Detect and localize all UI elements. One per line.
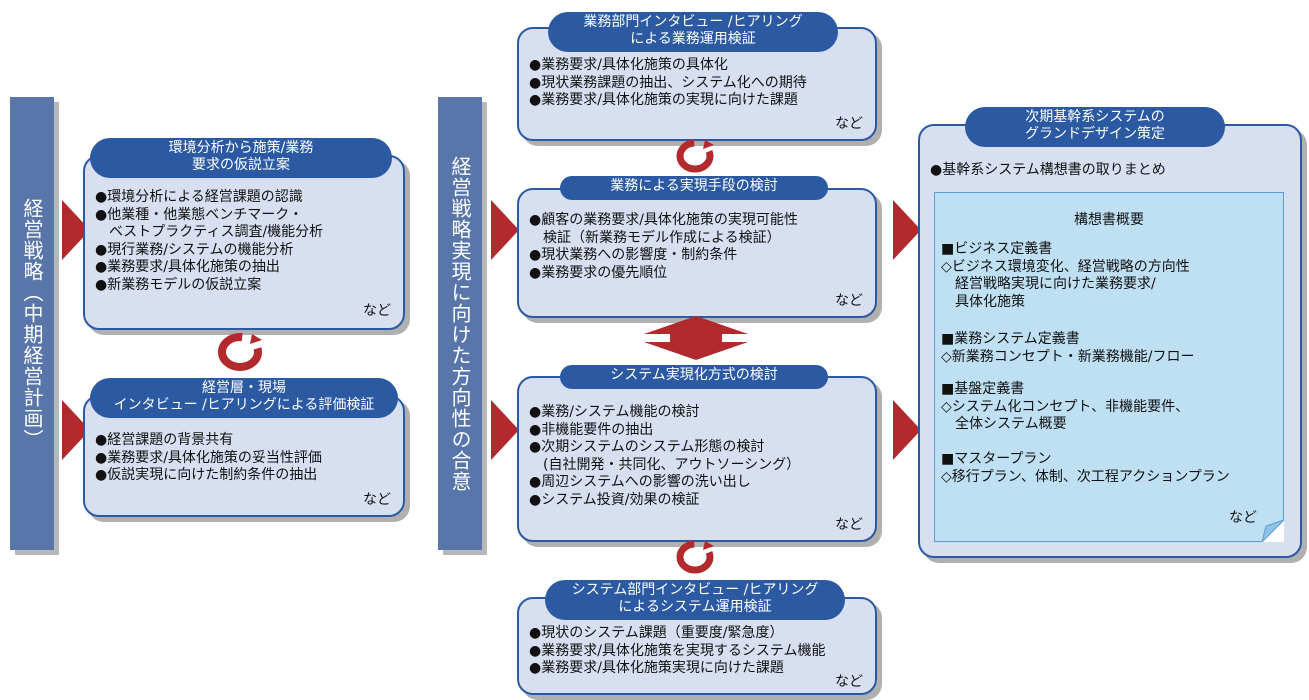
- section-heading: ■ビジネス定義書: [941, 241, 1053, 257]
- strategy-bar-label: 経営戦略（中期経営計画）: [20, 197, 44, 450]
- grand-design-title: 次期基幹系システムの グランドデザイン策定: [965, 107, 1225, 147]
- bullet: ●他業種・他業態ベンチマーク・: [95, 206, 303, 223]
- bullet: ●業務要求/具体化施策の実現に向けた課題: [529, 92, 798, 108]
- bullet: ●顧客の業務要求/具体化施策の実現可能性: [529, 212, 798, 228]
- etc-label: など: [363, 492, 391, 508]
- section-line: ◇システム化コンセプト、非機能要件、: [941, 398, 1190, 415]
- section-line: ◇移行プラン、体制、次工程アクションプラン: [941, 468, 1230, 485]
- title-line: グランドデザイン策定: [1025, 126, 1165, 142]
- bullet: ●経営課題の背景共有: [95, 432, 234, 448]
- title-line: システム部門インタビュー /ヒアリング: [571, 582, 819, 598]
- bullet: ●業務要求/具体化施策の抽出: [95, 259, 280, 275]
- bullet: ●現行業務/システムの機能分析: [95, 241, 294, 258]
- biz-interview-bullets: ●業務要求/具体化施策の具体化 ●現状業務課題の抽出、システム化への期待 ●業務…: [529, 57, 807, 110]
- page-curl-icon: [1262, 520, 1284, 542]
- bullet: ●非機能要件の抽出: [529, 421, 654, 438]
- title-line: 要求の仮説立案: [192, 157, 290, 173]
- bullet: 検証（新業務モデル作成による検証）: [529, 229, 781, 246]
- etc-label: など: [835, 293, 863, 309]
- bullet: ●周辺システムへの影響の洗い出し: [529, 474, 751, 490]
- cycle-icon: [676, 540, 714, 574]
- section-biz-system: ■業務システム定義書 ◇新業務コンセプト・新業務機能/フロー: [941, 331, 1194, 366]
- etc-label: など: [363, 303, 391, 319]
- sys-interview-title: システム部門インタビュー /ヒアリング によるシステム運用検証: [545, 580, 845, 620]
- bullet: ●業務要求の優先順位: [529, 264, 668, 281]
- section-line: 全体システム概要: [941, 416, 1067, 432]
- arrow-right-5: [893, 200, 921, 260]
- bullet: ●現状業務課題の抽出、システム化への期待: [529, 74, 807, 91]
- env-analysis-box: ●環境分析による経営課題の認識 ●他業種・他業態ベンチマーク・ ベストプラクティ…: [83, 155, 405, 330]
- consensus-bar-label: 経営戦略実現に向けた方向性の合意: [448, 155, 472, 492]
- sys-method-bullets: ●業務/システム機能の検討 ●非機能要件の抽出 ●次期システムのシステム形態の検…: [529, 404, 800, 509]
- sys-method-title: システム実現化方式の検討: [560, 365, 828, 389]
- bullet: ●業務要求/具体化施策を実現するシステム機能: [529, 642, 826, 659]
- etc-label: など: [835, 517, 863, 533]
- section-heading: ■基盤定義書: [941, 381, 1025, 397]
- title-line: 業務による実現手段の検討: [610, 178, 778, 194]
- bullet: ●システム投資/効果の検証: [529, 491, 700, 508]
- bullet: ●業務要求/具体化施策実現に向けた課題: [529, 660, 784, 676]
- env-bullets: ●環境分析による経営課題の認識 ●他業種・他業態ベンチマーク・ ベストプラクティ…: [95, 189, 323, 294]
- biz-means-box: ●顧客の業務要求/具体化施策の実現可能性 検証（新業務モデル作成による検証） ●…: [517, 188, 877, 318]
- bullet: ●業務/システム機能の検討: [529, 404, 700, 420]
- title-line: システム実現化方式の検討: [610, 367, 778, 383]
- mgmt-title: 経営層・現場 インタビュー /ヒアリングによる評価検証: [90, 378, 398, 418]
- consensus-bar: 経営戦略実現に向けた方向性の合意: [438, 97, 482, 550]
- bullet: ●次期システムのシステム形態の検討: [529, 439, 765, 455]
- section-master-plan: ■マスタープラン ◇移行プラン、体制、次工程アクションプラン: [941, 451, 1230, 486]
- section-infra: ■基盤定義書 ◇システム化コンセプト、非機能要件、 全体システム概要: [941, 381, 1189, 434]
- section-line: ◇新業務コンセプト・新業務機能/フロー: [941, 348, 1195, 365]
- strategy-bar: 経営戦略（中期経営計画）: [10, 97, 54, 550]
- section-line: 経営戦略実現に向けた業務要求/: [941, 276, 1156, 292]
- bullet: ●業務要求/具体化施策の具体化: [529, 57, 728, 73]
- bullet: ●環境分析による経営課題の認識: [95, 189, 303, 205]
- biz-means-title: 業務による実現手段の検討: [560, 176, 828, 200]
- sys-interview-bullets: ●現状のシステム課題（重要度/緊急度） ●業務要求/具体化施策を実現するシステム…: [529, 625, 826, 678]
- section-line: 具体化施策: [941, 293, 1025, 310]
- title-line: 環境分析から施策/業務: [168, 140, 314, 156]
- concept-summary-title: 構想書概要: [1074, 212, 1144, 228]
- bullet: ●業務要求/具体化施策の妥当性評価: [95, 449, 322, 466]
- biz-means-bullets: ●顧客の業務要求/具体化施策の実現可能性 検証（新業務モデル作成による検証） ●…: [529, 212, 798, 282]
- cycle-icon: [676, 139, 714, 173]
- arrow-right-4: [491, 400, 519, 460]
- bullet: ●仮説実現に向けた制約条件の抽出: [95, 467, 318, 483]
- cycle-icon: [218, 333, 262, 371]
- arrow-right-3: [491, 200, 519, 260]
- title-line: による業務運用検証: [630, 31, 756, 47]
- title-line: によるシステム運用検証: [618, 599, 772, 615]
- concept-summary-panel: 構想書概要 ■ビジネス定義書 ◇ビジネス環境変化、経営戦略の方向性 経営戦略実現…: [934, 192, 1284, 542]
- bullet: (自社開発・共同化、アウトソーシング）: [529, 456, 801, 473]
- etc-label: など: [835, 116, 863, 132]
- etc-label: など: [835, 674, 863, 690]
- etc-label: など: [1229, 510, 1257, 526]
- section-business: ■ビジネス定義書 ◇ビジネス環境変化、経営戦略の方向性 経営戦略実現に向けた業務…: [941, 241, 1190, 311]
- bullet: ベストプラクティス調査/機能分析: [95, 224, 324, 240]
- title-line: 次期基幹系システムの: [1025, 109, 1165, 125]
- mgmt-bullets: ●経営課題の背景共有 ●業務要求/具体化施策の妥当性評価 ●仮説実現に向けた制約…: [95, 432, 322, 485]
- bullet: ●現状のシステム課題（重要度/緊急度）: [529, 625, 784, 641]
- section-heading: ■マスタープラン: [941, 451, 1052, 467]
- double-arrow-icon: [644, 316, 748, 360]
- bullet: ●現状業務への影響度・制約条件: [529, 247, 738, 263]
- section-line: ◇ビジネス環境変化、経営戦略の方向性: [941, 258, 1190, 275]
- sys-method-box: ●業務/システム機能の検討 ●非機能要件の抽出 ●次期システムのシステム形態の検…: [517, 376, 877, 542]
- grand-bullet: ●基幹系システム構想書の取りまとめ: [930, 162, 1166, 178]
- title-line: インタビュー /ヒアリングによる評価検証: [113, 397, 375, 413]
- arrow-right-6: [893, 400, 921, 460]
- env-title: 環境分析から施策/業務 要求の仮説立案: [90, 138, 392, 178]
- title-line: 業務部門インタビュー /ヒアリング: [583, 14, 803, 30]
- title-line: 経営層・現場: [202, 380, 286, 396]
- grand-design-box: ●基幹系システム構想書の取りまとめ 構想書概要 ■ビジネス定義書 ◇ビジネス環境…: [918, 124, 1302, 558]
- biz-interview-title: 業務部門インタビュー /ヒアリング による業務運用検証: [548, 12, 838, 52]
- bullet: ●新業務モデルの仮説立案: [95, 276, 262, 293]
- section-heading: ■業務システム定義書: [941, 331, 1080, 347]
